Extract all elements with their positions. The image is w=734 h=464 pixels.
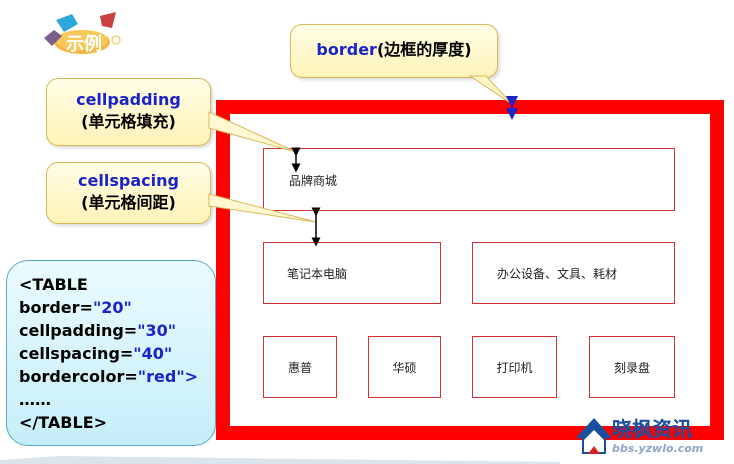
code-attr-value: "20" bbox=[92, 298, 132, 317]
code-ellipsis: …… bbox=[19, 390, 51, 409]
cell-text: 笔记本电脑 bbox=[287, 267, 348, 281]
code-attr-name: cellspacing= bbox=[19, 344, 134, 363]
cell-text: 刻录盘 bbox=[613, 361, 650, 375]
code-line-cellspacing: cellspacing="40" bbox=[19, 344, 172, 363]
code-attr-value: "40" bbox=[133, 344, 173, 363]
code-attr-value: "red"> bbox=[137, 367, 199, 386]
code-line-cellpadding: cellpadding="30" bbox=[19, 321, 176, 340]
table-cell-office-supplies: 办公设备、文具、耗材 bbox=[472, 242, 675, 304]
logo-url: bbs.yzwlo.com bbox=[612, 442, 704, 455]
cell-text: 品牌商城 bbox=[289, 174, 338, 188]
code-open-tag: <TABLE bbox=[19, 275, 88, 294]
cell-text: 打印机 bbox=[496, 361, 533, 375]
callout-border-desc: (边框的厚度) bbox=[376, 40, 472, 59]
slide-bottom-bar bbox=[0, 456, 560, 464]
table-cell-disc-burner: 刻录盘 bbox=[589, 336, 675, 398]
callout-cellpadding-term: cellpadding bbox=[76, 90, 181, 109]
table-border-frame bbox=[216, 100, 724, 440]
code-example-box: <TABLE border="20" cellpadding="30" cell… bbox=[6, 260, 216, 446]
cell-text: 办公设备、文具、耗材 bbox=[497, 267, 618, 281]
table-cell-asus: 华硕 bbox=[368, 336, 441, 398]
logo-title: 晓枫资讯 bbox=[612, 417, 692, 441]
callout-cellspacing-term: cellspacing bbox=[78, 171, 179, 190]
code-attr-name: border= bbox=[19, 298, 93, 317]
cell-text: 华硕 bbox=[392, 361, 417, 375]
callout-cellspacing-desc: (单元格间距) bbox=[81, 193, 176, 212]
callout-border: border(边框的厚度) bbox=[290, 24, 498, 78]
table-cell-brand-mall: 品牌商城 bbox=[263, 148, 675, 211]
table-cell-laptop: 笔记本电脑 bbox=[263, 242, 441, 304]
code-line-border: border="20" bbox=[19, 298, 132, 317]
example-badge-icon bbox=[44, 12, 121, 54]
code-line-bordercolor: bordercolor="red"> bbox=[19, 367, 198, 386]
callout-cellpadding: cellpadding (单元格填充) bbox=[46, 78, 211, 146]
callout-cellspacing: cellspacing (单元格间距) bbox=[46, 162, 211, 224]
badge-label: 示例 bbox=[66, 34, 102, 55]
callout-border-term: border bbox=[316, 40, 377, 59]
cell-text: 惠普 bbox=[287, 361, 312, 375]
callout-cellpadding-desc: (单元格填充) bbox=[81, 112, 176, 131]
site-logo-icon bbox=[576, 418, 612, 454]
code-attr-value: "30" bbox=[137, 321, 177, 340]
table-cell-printer: 打印机 bbox=[472, 336, 557, 398]
table-cell-hp: 惠普 bbox=[263, 336, 337, 398]
code-close-tag: </TABLE> bbox=[19, 413, 108, 432]
code-attr-name: bordercolor= bbox=[19, 367, 138, 386]
code-attr-name: cellpadding= bbox=[19, 321, 138, 340]
